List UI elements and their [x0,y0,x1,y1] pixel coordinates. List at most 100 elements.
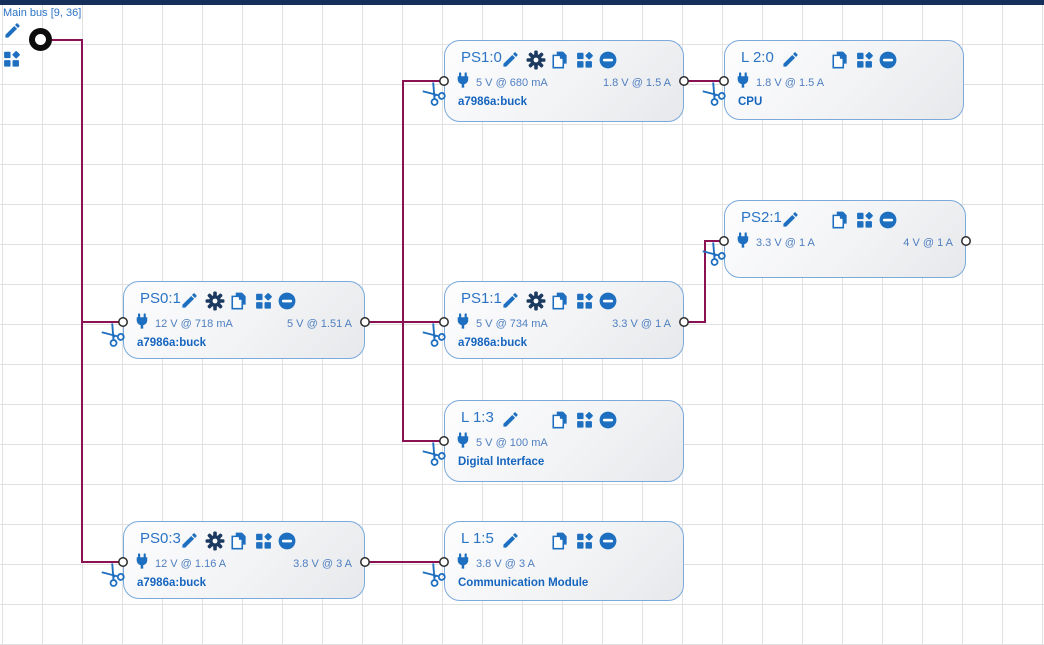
input-rating: 5 V @ 100 mA [476,437,548,449]
plug-icon [457,553,469,569]
remove-minus-icon[interactable] [277,291,297,311]
apps-grid-icon[interactable] [855,210,875,230]
output-rating: 3.8 V @ 3 A [293,558,352,570]
port-ps1-1-out[interactable] [679,317,689,327]
copy-icon[interactable] [830,210,850,230]
input-rating: 3.3 V @ 1 A [756,237,815,249]
part-name: a7986a:buck [137,337,207,349]
remove-minus-icon[interactable] [598,50,618,70]
plug-icon [136,313,148,329]
input-rating: 12 V @ 718 mA [155,318,233,330]
load-name: Communication Module [458,577,589,589]
settings-gear-icon[interactable] [526,291,546,311]
part-name: a7986a:buck [137,577,207,589]
wire-ps0-1-out-net [365,80,444,442]
port-ps2-1-in[interactable] [719,236,729,246]
node-ps2-1[interactable]: PS2:1 3.3 V @ 1 A 4 V @ 1 A [724,200,966,278]
top-accent-bar [0,0,1044,5]
plug-icon [457,313,469,329]
input-rating: 5 V @ 734 mA [476,318,548,330]
apps-grid-icon[interactable] [575,410,595,430]
plug-icon [737,72,749,88]
output-rating: 3.3 V @ 1 A [612,318,671,330]
port-ps0-1-out[interactable] [360,317,370,327]
edit-pencil-icon[interactable] [180,531,200,551]
wire-ps1-1-to-ps2-1 [684,240,724,323]
apps-grid-icon[interactable] [575,291,595,311]
input-rating: 5 V @ 680 mA [476,77,548,89]
remove-minus-icon[interactable] [277,531,297,551]
node-title: PS2:1 [741,209,782,226]
remove-minus-icon[interactable] [598,410,618,430]
apps-grid-icon[interactable] [855,50,875,70]
settings-gear-icon[interactable] [205,291,225,311]
port-ps0-3-out[interactable] [360,557,370,567]
remove-minus-icon[interactable] [878,210,898,230]
edit-pencil-icon[interactable] [501,50,521,70]
node-ps0-1[interactable]: PS0:1 12 V @ 718 mA 5 V @ 1.51 A a7986a:… [123,281,365,359]
plug-icon [737,232,749,248]
load-name: CPU [738,96,763,108]
main-bus-label: Main bus [9, 36] [3,7,82,19]
node-title: L 2:0 [741,49,774,66]
apps-grid-icon[interactable] [575,531,595,551]
part-name: a7986a:buck [458,96,528,108]
node-ps0-3[interactable]: PS0:3 12 V @ 1.16 A 3.8 V @ 3 A a7986a:b… [123,521,365,599]
plug-icon [136,553,148,569]
main-bus-apps-grid-icon[interactable] [2,49,22,69]
node-l2-0[interactable]: L 2:0 1.8 V @ 1.5 A CPU [724,40,964,120]
wire-main-bus [41,39,123,563]
edit-pencil-icon[interactable] [501,410,521,430]
node-ps1-0[interactable]: PS1:0 5 V @ 680 mA 1.8 V @ 1.5 A a7986a:… [444,40,684,122]
output-rating: 1.8 V @ 1.5 A [602,77,671,89]
main-bus-connection-ring[interactable] [29,28,52,51]
part-name: a7986a:buck [458,337,528,349]
copy-icon[interactable] [550,291,570,311]
port-ps0-3-in[interactable] [118,557,128,567]
edit-pencil-icon[interactable] [781,210,801,230]
main-bus-edit-pencil-icon[interactable] [3,21,23,41]
port-ps2-1-out[interactable] [961,236,971,246]
copy-icon[interactable] [550,531,570,551]
plug-icon [457,72,469,88]
apps-grid-icon[interactable] [254,291,274,311]
copy-icon[interactable] [550,50,570,70]
node-ps1-1[interactable]: PS1:1 5 V @ 734 mA 3.3 V @ 1 A a7986a:bu… [444,281,684,359]
remove-minus-icon[interactable] [598,291,618,311]
port-ps1-1-in[interactable] [439,317,449,327]
port-l1-3-in[interactable] [439,436,449,446]
input-rating: 12 V @ 1.16 A [155,558,227,570]
apps-grid-icon[interactable] [254,531,274,551]
node-l1-3[interactable]: L 1:3 5 V @ 100 mA Digital Interface [444,400,684,482]
plug-icon [457,432,469,448]
settings-gear-icon[interactable] [205,531,225,551]
copy-icon[interactable] [229,291,249,311]
copy-icon[interactable] [550,410,570,430]
apps-grid-icon[interactable] [575,50,595,70]
settings-gear-icon[interactable] [526,50,546,70]
port-ps0-1-in[interactable] [118,317,128,327]
port-ps1-0-in[interactable] [439,76,449,86]
port-ps1-0-out[interactable] [679,76,689,86]
remove-minus-icon[interactable] [878,50,898,70]
node-l1-5[interactable]: L 1:5 3.8 V @ 3 A Communication Module [444,521,684,601]
copy-icon[interactable] [229,531,249,551]
output-rating: 5 V @ 1.51 A [287,318,352,330]
node-title: PS1:0 [461,49,502,66]
input-rating: 3.8 V @ 3 A [476,558,535,570]
port-l2-0-in[interactable] [719,76,729,86]
copy-icon[interactable] [830,50,850,70]
output-rating: 4 V @ 1 A [903,237,953,249]
edit-pencil-icon[interactable] [501,531,521,551]
node-title: PS1:1 [461,290,502,307]
edit-pencil-icon[interactable] [781,50,801,70]
port-l1-5-in[interactable] [439,557,449,567]
edit-pencil-icon[interactable] [180,291,200,311]
node-title: L 1:5 [461,530,494,547]
remove-minus-icon[interactable] [598,531,618,551]
edit-pencil-icon[interactable] [501,291,521,311]
node-title: PS0:1 [140,290,181,307]
